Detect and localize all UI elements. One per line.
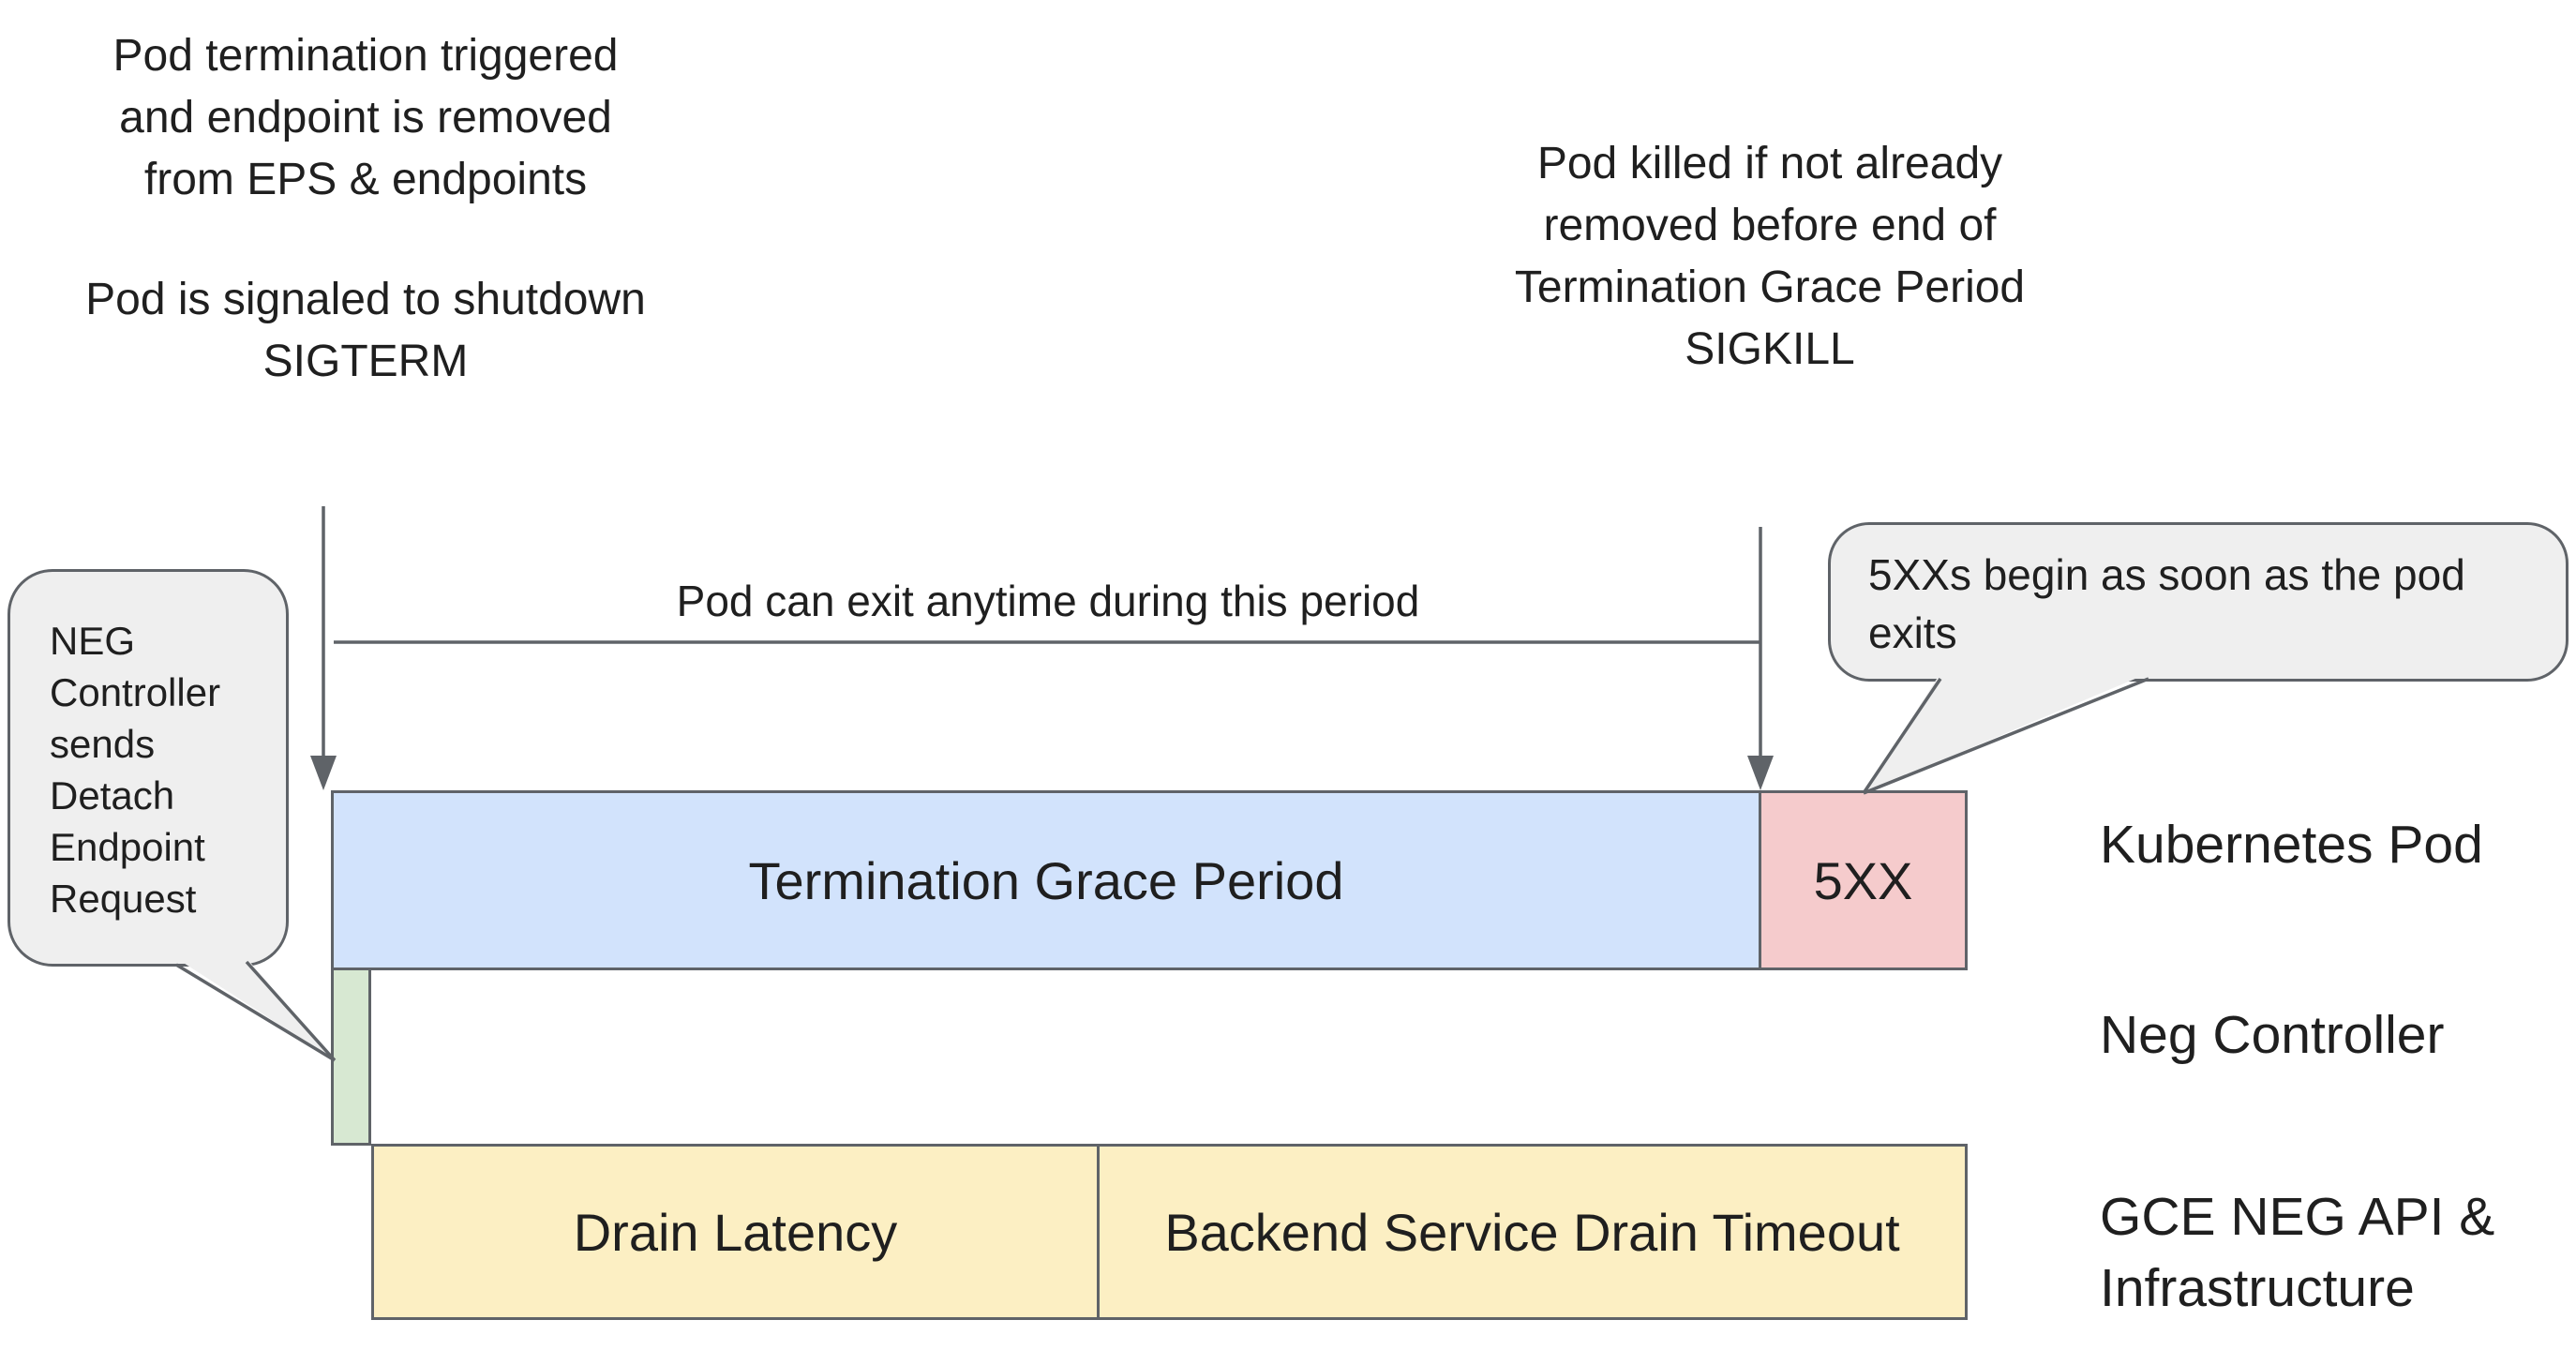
fivexx-segment: 5XX	[1759, 793, 1965, 968]
annotation-line: Termination Grace Period	[1514, 262, 2026, 312]
neg-detach-segment	[331, 968, 371, 1146]
neg-detach-bubble-tail-edge	[245, 960, 337, 1062]
sigkill-arrowhead-icon	[1747, 756, 1774, 790]
drain-latency-segment: Drain Latency	[374, 1147, 1097, 1317]
speech-bubble-neg-detach: NEG Controller sends Detach Endpoint Req…	[7, 569, 289, 967]
annotation-line: from EPS & endpoints	[143, 155, 588, 204]
annotation-pod-killed: Pod killed if not already removed before…	[1442, 133, 2098, 381]
errors-begin-bubble-tail-edge	[1862, 678, 1942, 794]
annotation-pod-signaled: Pod is signaled to shutdown SIGTERM	[56, 269, 675, 393]
row-label-neg-controller: Neg Controller	[2100, 1005, 2445, 1065]
grace-period-segment: Termination Grace Period	[334, 793, 1759, 968]
annotation-line: Pod termination triggered	[112, 31, 619, 81]
annotation-line: Pod killed if not already	[1536, 139, 2003, 188]
backend-drain-timeout-segment: Backend Service Drain Timeout	[1097, 1147, 1965, 1317]
annotation-line: SIGKILL	[1685, 324, 1855, 374]
annotation-pod-termination: Pod termination triggered and endpoint i…	[56, 25, 675, 211]
annotation-line: and endpoint is removed	[119, 93, 612, 142]
errors-begin-bubble-tail	[1864, 673, 2149, 793]
row-label-gce: GCE NEG API & Infrastructure	[2100, 1187, 2495, 1318]
timeline-bar-gce: Drain Latency Backend Service Drain Time…	[371, 1144, 1968, 1320]
sigterm-arrowhead-icon	[310, 756, 337, 790]
row-label-kubernetes-pod: Kubernetes Pod	[2100, 815, 2483, 875]
annotation-line: removed before end of	[1543, 201, 1997, 250]
annotation-line: SIGTERM	[262, 337, 469, 386]
neg-detach-bubble-tail	[176, 958, 335, 1060]
timeline-bar-kubernetes-pod: Termination Grace Period 5XX	[331, 790, 1968, 970]
speech-bubble-errors-begin: 5XXs begin as soon as the pod exits	[1828, 522, 2569, 682]
annotation-line: Pod is signaled to shutdown	[85, 275, 646, 324]
neg-detach-bubble-tail-edge	[175, 963, 336, 1062]
errors-begin-bubble-tail-edge	[1863, 677, 2149, 795]
exit-period-label: Pod can exit anytime during this period	[676, 577, 1420, 625]
